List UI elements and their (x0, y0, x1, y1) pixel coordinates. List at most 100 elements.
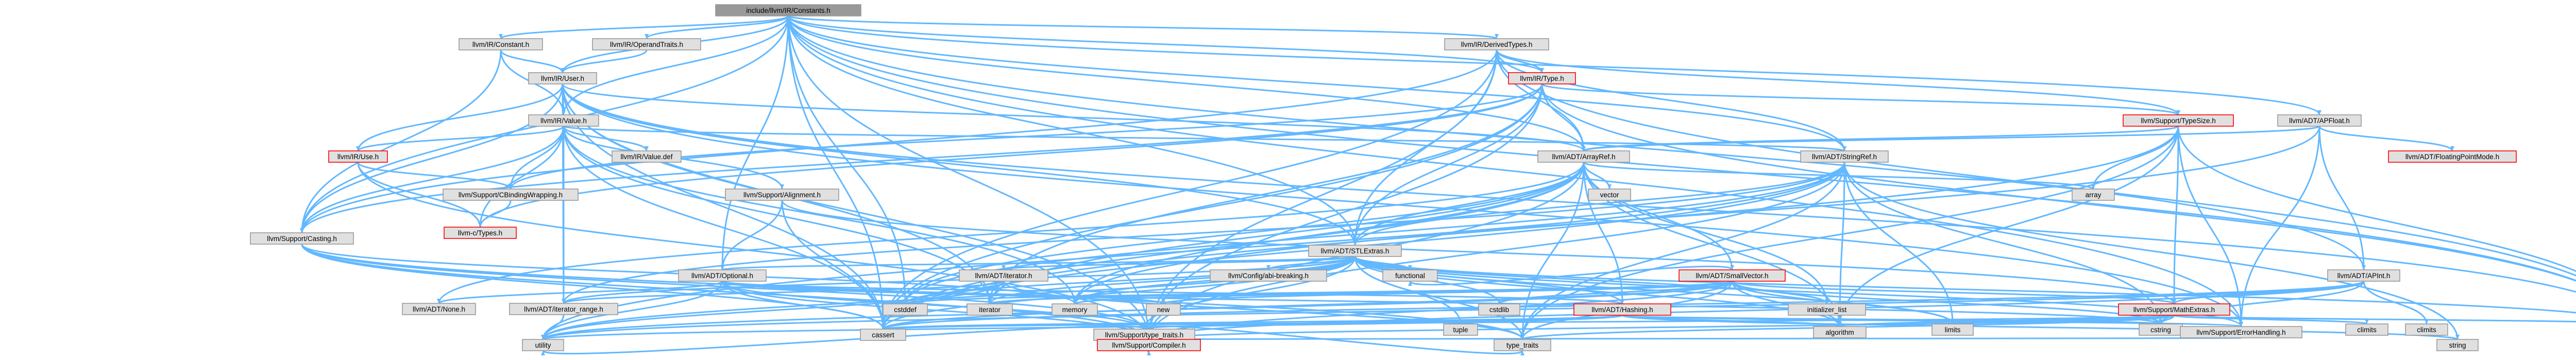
node-cstddef[interactable]: cstddef (883, 303, 928, 316)
node-box-stdtypetraits[interactable] (1494, 339, 1551, 351)
node-box-apfloat[interactable] (2277, 114, 2362, 127)
node-cstdlib[interactable]: cstdlib (1478, 303, 1520, 316)
node-box-alignment[interactable] (725, 188, 839, 201)
node-optional[interactable]: llvm/ADT/Optional.h (678, 269, 767, 282)
node-functional[interactable]: functional (1382, 269, 1438, 282)
node-user[interactable]: llvm/IR/User.h (528, 72, 597, 84)
node-box-valuedef[interactable] (612, 150, 682, 163)
node-root[interactable]: include/llvm/IR/Constants.h (715, 4, 861, 16)
node-box-cassert[interactable] (860, 329, 906, 341)
node-box-value[interactable] (528, 114, 599, 127)
node-box-climits[interactable] (2345, 323, 2388, 336)
node-box-functional[interactable] (1382, 269, 1438, 282)
node-typesize[interactable]: llvm/Support/TypeSize.h (2123, 114, 2234, 127)
node-utility[interactable]: utility (522, 339, 564, 351)
node-box-derivedtypes[interactable] (1444, 38, 1549, 50)
edge-constant-to-user (500, 49, 564, 73)
node-box-string[interactable] (2436, 339, 2479, 351)
node-box-compiler[interactable] (1097, 339, 1201, 351)
node-iterator[interactable]: iterator (967, 303, 1013, 316)
node-climits2[interactable]: climits (2405, 323, 2448, 336)
node-box-arrayref[interactable] (1537, 150, 1630, 163)
node-box-algorithm[interactable] (1813, 326, 1867, 338)
node-box-utility[interactable] (522, 339, 564, 351)
node-box-adtnone[interactable] (402, 303, 476, 315)
node-smallvector[interactable]: llvm/ADT/SmallVector.h (1679, 269, 1786, 282)
node-cstring[interactable]: cstring (2139, 323, 2183, 336)
node-use[interactable]: llvm/IR/Use.h (328, 150, 388, 163)
node-floatmode[interactable]: llvm/ADT/FloatingPointMode.h (2388, 150, 2517, 163)
node-box-operandtraits[interactable] (592, 38, 701, 50)
node-arrayref[interactable]: llvm/ADT/ArrayRef.h (1537, 150, 1630, 163)
node-box-apint[interactable] (2327, 269, 2400, 282)
node-typetraits[interactable]: llvm/Support/type_traits.h (1093, 329, 1195, 341)
node-climits[interactable]: climits (2345, 323, 2388, 336)
node-box-memory[interactable] (1052, 303, 1098, 316)
node-box-hashing[interactable] (1573, 303, 1671, 316)
node-algorithm[interactable]: algorithm (1813, 326, 1867, 338)
node-array[interactable]: array (2072, 188, 2115, 201)
node-compiler[interactable]: llvm/Support/Compiler.h (1097, 339, 1201, 351)
node-stdtypetraits[interactable]: type_traits (1494, 339, 1551, 351)
node-limits[interactable]: limits (1931, 323, 1974, 336)
node-constant[interactable]: llvm/IR/Constant.h (459, 38, 543, 50)
node-stlextras[interactable]: llvm/ADT/STLExtras.h (1308, 245, 1402, 257)
node-vector[interactable]: vector (1588, 188, 1631, 201)
node-box-tuple[interactable] (1443, 323, 1478, 336)
node-box-stlextras[interactable] (1308, 245, 1402, 257)
edge-apfloat-to-apint (2318, 126, 2365, 270)
node-box-optional[interactable] (678, 269, 767, 282)
node-alignment[interactable]: llvm/Support/Alignment.h (725, 188, 839, 201)
node-hashing[interactable]: llvm/ADT/Hashing.h (1573, 303, 1671, 316)
node-box-typesize[interactable] (2123, 114, 2234, 127)
node-box-user[interactable] (528, 72, 597, 84)
node-adtnone[interactable]: llvm/ADT/None.h (402, 303, 476, 315)
node-box-type[interactable] (1508, 72, 1576, 84)
node-valuedef[interactable]: llvm/IR/Value.def (612, 150, 682, 163)
node-value[interactable]: llvm/IR/Value.h (528, 114, 599, 127)
node-ctypes[interactable]: llvm-c/Types.h (444, 227, 517, 239)
node-box-mathextras[interactable] (2118, 303, 2230, 316)
node-box-ctypes[interactable] (444, 227, 517, 239)
node-box-iteratorrange[interactable] (509, 303, 618, 315)
node-box-adtiterator[interactable] (959, 269, 1048, 282)
node-string[interactable]: string (2436, 339, 2479, 351)
node-box-climits2[interactable] (2405, 323, 2448, 336)
node-memory[interactable]: memory (1052, 303, 1098, 316)
node-box-configbreaking[interactable] (1210, 269, 1327, 282)
node-casting[interactable]: llvm/Support/Casting.h (250, 232, 354, 245)
node-box-initlist[interactable] (1788, 303, 1866, 316)
node-iteratorrange[interactable]: llvm/ADT/iterator_range.h (509, 303, 618, 315)
node-box-cstdlib[interactable] (1478, 303, 1520, 316)
node-apfloat[interactable]: llvm/ADT/APFloat.h (2277, 114, 2362, 127)
node-box-iterator[interactable] (967, 303, 1013, 316)
node-box-array[interactable] (2072, 188, 2115, 201)
node-box-new[interactable] (1146, 303, 1181, 316)
node-stringref[interactable]: llvm/ADT/StringRef.h (1800, 150, 1889, 163)
node-adtiterator[interactable]: llvm/ADT/iterator.h (959, 269, 1048, 282)
node-box-root[interactable] (715, 4, 861, 16)
node-box-casting[interactable] (250, 232, 354, 245)
node-box-limits[interactable] (1931, 323, 1974, 336)
node-box-cstddef[interactable] (883, 303, 928, 316)
node-box-vector[interactable] (1588, 188, 1631, 201)
node-operandtraits[interactable]: llvm/IR/OperandTraits.h (592, 38, 701, 50)
node-initlist[interactable]: initializer_list (1788, 303, 1866, 316)
node-box-stringref[interactable] (1800, 150, 1889, 163)
node-apint[interactable]: llvm/ADT/APInt.h (2327, 269, 2400, 282)
node-box-constant[interactable] (459, 38, 543, 50)
node-mathextras[interactable]: llvm/Support/MathExtras.h (2118, 303, 2230, 316)
node-errorhandling[interactable]: llvm/Support/ErrorHandling.h (2180, 326, 2302, 338)
node-box-smallvector[interactable] (1679, 269, 1786, 282)
node-cassert[interactable]: cassert (860, 329, 906, 341)
node-derivedtypes[interactable]: llvm/IR/DerivedTypes.h (1444, 38, 1549, 50)
node-box-use[interactable] (328, 150, 388, 163)
node-box-floatmode[interactable] (2388, 150, 2517, 163)
node-cbindingwrapping[interactable]: llvm/Support/CBindingWrapping.h (443, 188, 579, 201)
node-configbreaking[interactable]: llvm/Config/abi-breaking.h (1210, 269, 1327, 282)
node-new[interactable]: new (1146, 303, 1181, 316)
node-box-cbindingwrapping[interactable] (443, 188, 579, 201)
node-box-errorhandling[interactable] (2180, 326, 2302, 338)
node-type[interactable]: llvm/IR/Type.h (1508, 72, 1576, 84)
node-tuple[interactable]: tuple (1443, 323, 1478, 336)
